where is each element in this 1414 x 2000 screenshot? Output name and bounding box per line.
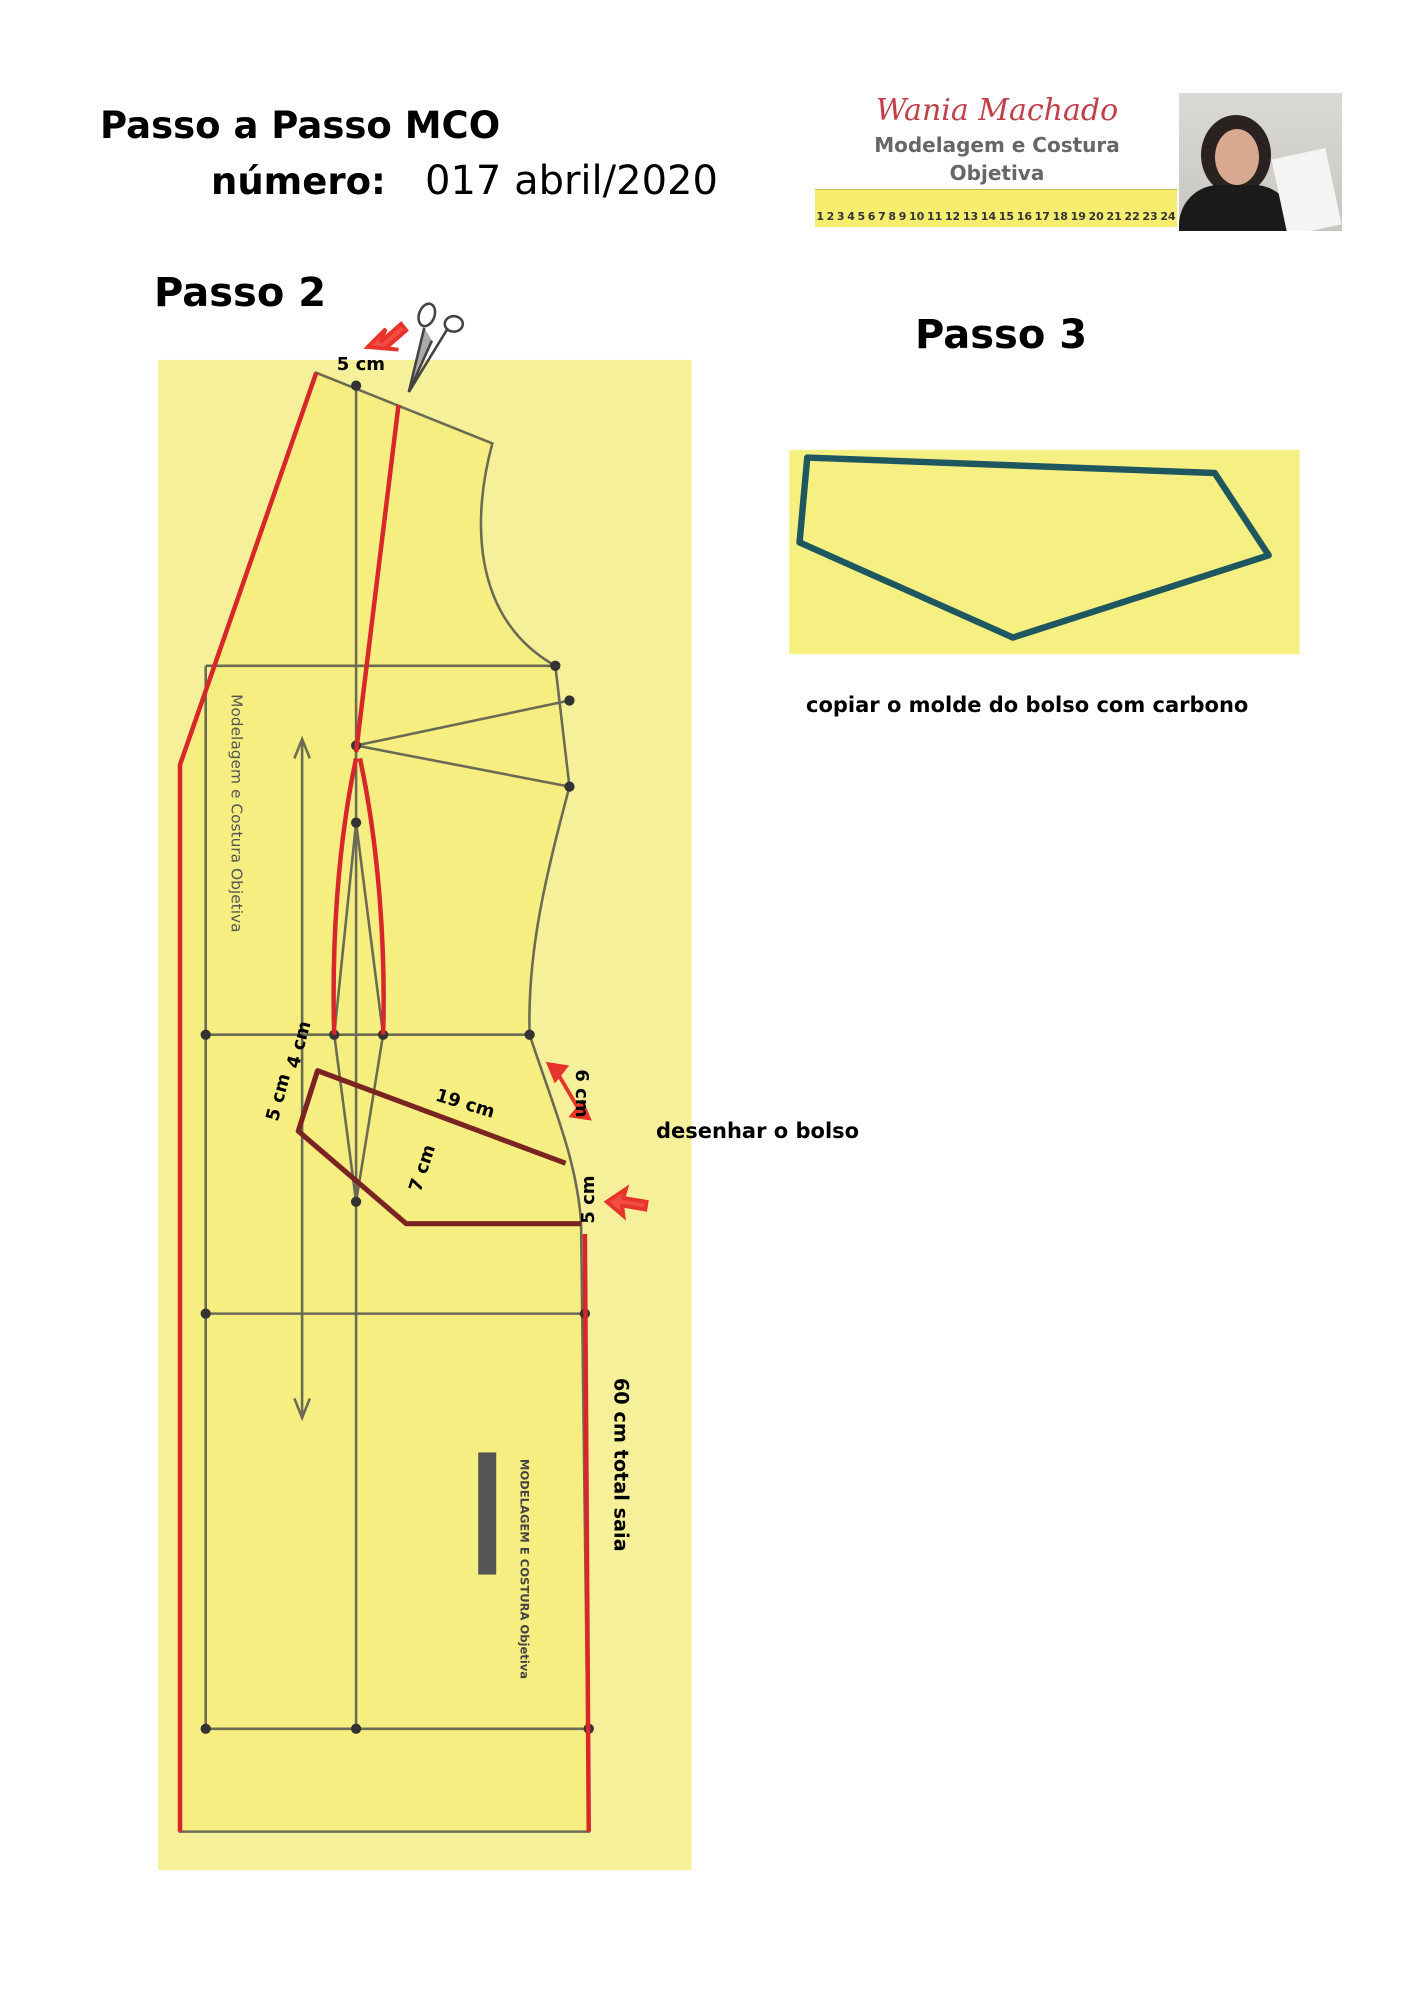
ruler-number: 14 xyxy=(980,210,997,223)
ruler-number: 3 xyxy=(836,210,845,223)
label-top-5cm: 5 cm xyxy=(337,354,385,375)
number-label: número: xyxy=(211,160,386,203)
pocket-template-paper xyxy=(789,449,1300,655)
red-dart-right xyxy=(357,757,386,1035)
watermark-text: Modelagem e Costura Objetiva xyxy=(227,694,245,932)
ruler-number: 6 xyxy=(867,210,876,223)
ruler-number: 4 xyxy=(847,210,855,223)
ruler-number: 20 xyxy=(1088,210,1104,223)
ruler-number: 9 xyxy=(898,210,907,223)
pocket-outline xyxy=(295,1068,582,1227)
page-title: Passo a Passo MCO xyxy=(100,104,501,147)
stamp-text: MODELAGEM E COSTURA Objetiva xyxy=(518,1459,532,1679)
ruler-number: 17 xyxy=(1034,210,1050,223)
ruler-number: 18 xyxy=(1052,210,1068,223)
scissors-icon xyxy=(407,302,465,393)
ruler-number: 15 xyxy=(998,210,1015,223)
ruler-number: 16 xyxy=(1016,210,1033,223)
ruler-number: 1 xyxy=(816,210,824,223)
brand-logo: Wania Machado Modelagem e Costura Objeti… xyxy=(812,93,1342,231)
ruler-number: 7 xyxy=(878,210,886,223)
red-center-line xyxy=(177,372,319,1832)
ruler-number: 24 xyxy=(1160,210,1176,223)
step3-caption: copiar o molde do bolso com carbono xyxy=(806,693,1249,717)
label-5cm-side: 5 cm xyxy=(578,1175,599,1223)
ruler-number: 22 xyxy=(1124,210,1140,223)
red-neck-line xyxy=(353,404,401,753)
stamp-logo xyxy=(478,1452,497,1575)
ruler-number: 5 xyxy=(857,210,866,223)
pocket-note: desenhar o bolso xyxy=(656,1119,860,1143)
skirt-length-note: 60 cm total saia xyxy=(609,1378,632,1552)
step2-title: Passo 2 xyxy=(154,270,327,316)
ruler-number: 19 xyxy=(1070,210,1086,223)
ruler-number: 23 xyxy=(1142,210,1158,223)
number-value: 017 abril/2020 xyxy=(425,158,718,204)
ruler-number: 21 xyxy=(1106,210,1122,223)
ruler-number: 2 xyxy=(826,210,835,223)
red-dart-left xyxy=(331,757,359,1035)
logo-line2: Objetiva xyxy=(949,161,1045,185)
logo-name: Wania Machado xyxy=(875,93,1119,128)
ruler-number: 10 xyxy=(908,210,925,223)
author-photo xyxy=(1179,93,1342,231)
step3-title: Passo 3 xyxy=(915,312,1088,358)
ruler-number: 12 xyxy=(944,210,961,223)
logo-line1: Modelagem e Costura xyxy=(874,133,1120,157)
label-6cm: 6 cm xyxy=(571,1069,592,1117)
red-arrows xyxy=(363,321,649,1221)
ruler-number: 13 xyxy=(962,210,979,223)
pocket-template-outline xyxy=(796,454,1272,641)
ruler-number: 8 xyxy=(888,210,897,223)
ruler-number: 11 xyxy=(926,210,943,223)
